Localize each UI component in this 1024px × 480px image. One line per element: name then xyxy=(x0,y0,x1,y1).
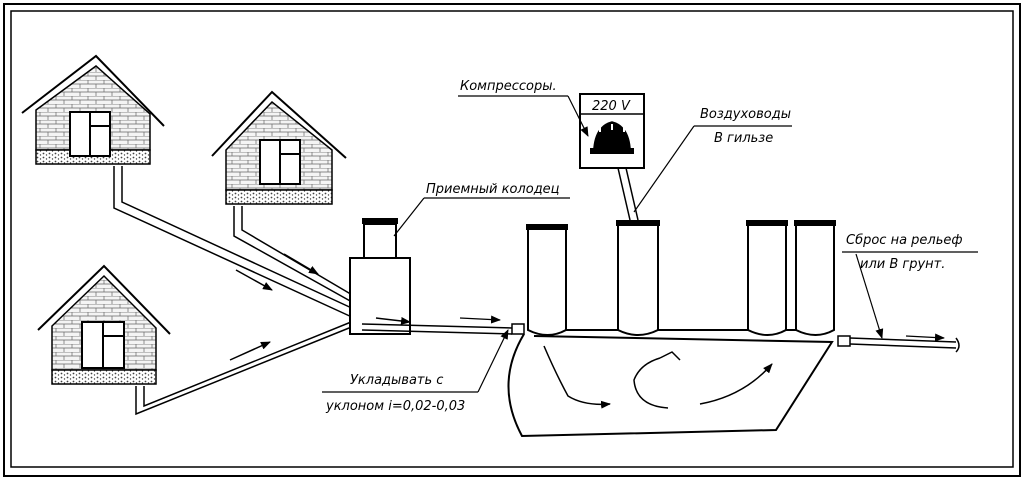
air-ducts-leader xyxy=(633,125,695,213)
air-ducts-label-line2: В гильзе xyxy=(714,131,773,146)
inner-frame xyxy=(10,10,1014,468)
compressor-box: 220 V xyxy=(579,93,645,169)
receiving-well xyxy=(349,218,411,335)
flow-arrow-transfer xyxy=(375,316,411,325)
slope-label-line2: уклоном i=0,02-0,03 xyxy=(325,399,465,414)
compressor-icon xyxy=(593,121,631,149)
discharge-leader xyxy=(855,253,884,339)
house-bottom-left xyxy=(37,264,171,385)
receiving-well-label: Приемный колодец xyxy=(426,182,560,197)
air-duct-pipe xyxy=(617,167,639,221)
flow-arrow-outlet xyxy=(905,333,945,342)
inlet-pipes xyxy=(113,166,357,416)
house-top-left xyxy=(21,54,165,165)
air-ducts-label-line1: Воздуховоды xyxy=(700,107,791,122)
compressors-label: Компрессоры. xyxy=(460,79,557,94)
house-top-middle xyxy=(211,90,347,205)
tank-flow-arrows xyxy=(543,345,773,409)
slope-leader xyxy=(477,329,509,393)
slope-label-line1: Укладывать с xyxy=(350,373,443,388)
flow-arrows-inlet xyxy=(229,253,319,361)
compressors-leader xyxy=(567,95,589,137)
outer-frame xyxy=(3,3,1021,477)
voltage-label: 220 V xyxy=(592,99,631,114)
receiving-well-leader xyxy=(393,197,425,237)
transfer-pipe xyxy=(361,323,513,335)
outlet-pipe xyxy=(849,337,960,353)
discharge-label-line1: Сброс на рельеф xyxy=(846,233,963,248)
discharge-label-line2: или В грунт. xyxy=(860,257,945,272)
flow-arrow-transfer-2 xyxy=(459,315,501,324)
treatment-tank xyxy=(507,220,851,438)
